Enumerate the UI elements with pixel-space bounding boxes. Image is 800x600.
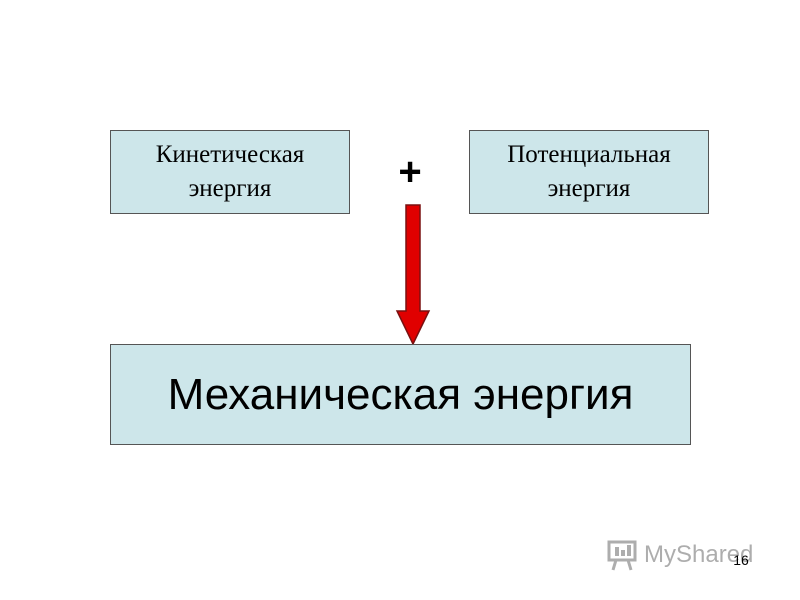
kinetic-energy-box: Кинетическая энергия <box>110 130 350 214</box>
kinetic-energy-label: Кинетическая энергия <box>155 141 305 202</box>
presentation-board-icon <box>607 540 637 571</box>
watermark-text: MyShared <box>644 541 754 568</box>
plus-operator: + <box>398 150 422 194</box>
potential-energy-label: Потенциальная энергия <box>507 141 671 202</box>
mechanical-energy-box: Механическая энергия <box>110 344 691 445</box>
potential-energy-box: Потенциальная энергия <box>469 130 709 214</box>
down-arrow-icon <box>395 204 431 346</box>
watermark: MyShared <box>606 535 766 575</box>
mechanical-energy-label: Механическая энергия <box>167 369 634 419</box>
page-number: 16 <box>733 552 749 568</box>
